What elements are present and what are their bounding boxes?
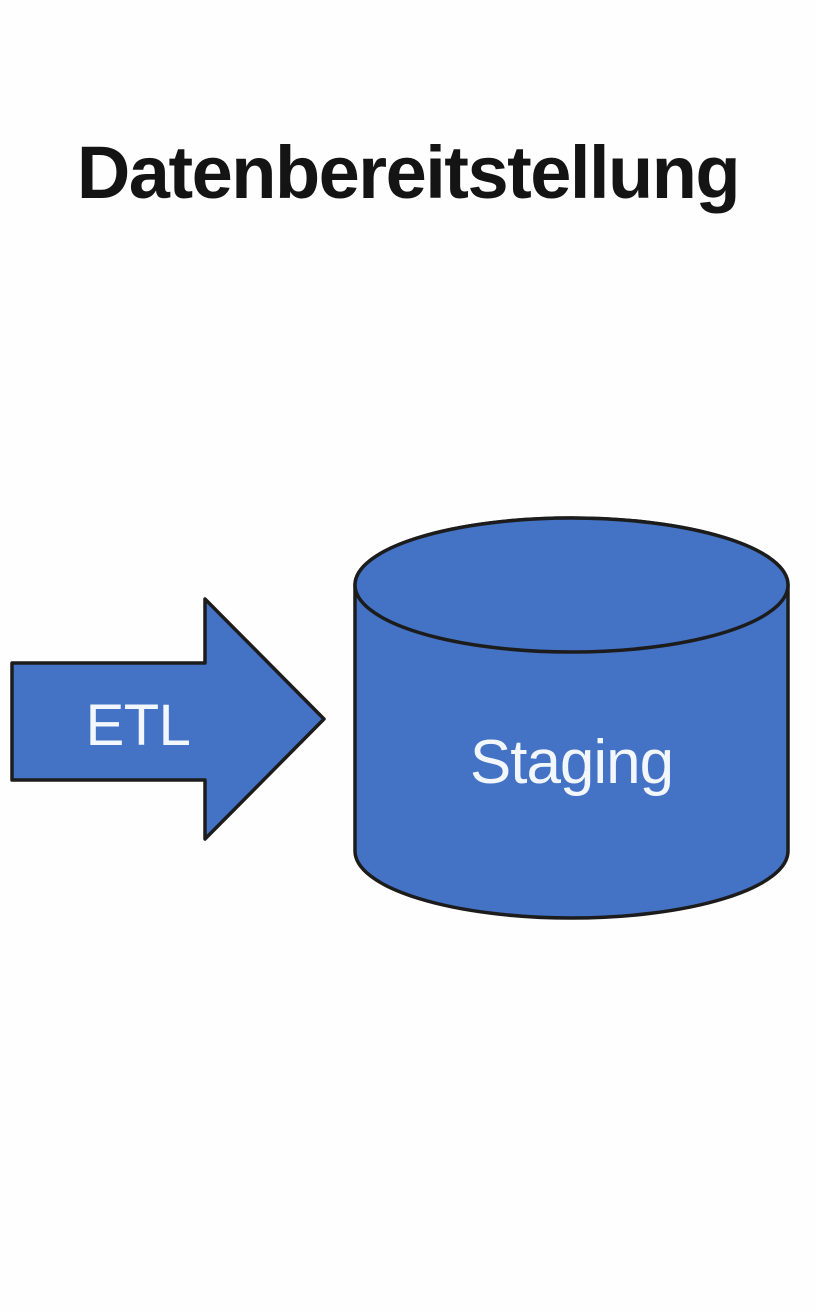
etl-arrow-label: ETL <box>86 693 191 758</box>
staging-cylinder-shape: Staging <box>353 516 790 920</box>
right-arrow-icon <box>10 597 326 841</box>
database-cylinder-top-rim <box>353 516 790 654</box>
etl-arrow-shape: ETL <box>10 597 326 841</box>
staging-cylinder-label: Staging <box>470 728 673 797</box>
page-title: Datenbereitstellung <box>76 131 741 214</box>
